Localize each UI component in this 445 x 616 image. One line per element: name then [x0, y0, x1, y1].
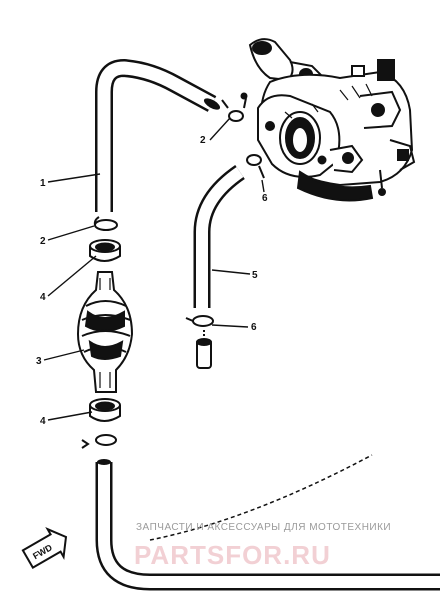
watermark-brand: PARTSFOR.RU — [134, 540, 331, 570]
callout-5: 5 — [252, 270, 258, 281]
primer-bulb — [76, 271, 134, 393]
hose-clip-lower — [81, 434, 117, 449]
hose-clip-upper-carb — [221, 92, 248, 122]
hose-clip-carb-lower — [246, 154, 265, 179]
hose-clip-hose5 — [185, 315, 214, 327]
callout-4-lower: 4 — [40, 416, 46, 427]
callout-6-carb: 6 — [262, 193, 268, 204]
callout-2-upper: 2 — [200, 135, 206, 146]
callout-2-lower: 2 — [40, 236, 46, 247]
fuel-hose-5 — [193, 164, 245, 308]
callout-leaders — [43, 117, 265, 421]
callout-labels: 1 2 2 3 4 4 5 6 6 — [36, 135, 268, 427]
forward-arrow-icon: FWD — [21, 527, 68, 570]
fuel-hose-1 — [95, 58, 221, 212]
hose-clip-upper — [93, 216, 118, 231]
band-clamp-upper — [89, 239, 121, 262]
band-clamp-lower — [89, 398, 121, 422]
callout-1: 1 — [40, 178, 46, 189]
carburetor — [248, 38, 416, 202]
fuel-joint — [196, 330, 212, 369]
callout-6-hose: 6 — [251, 322, 257, 333]
watermark-caption: ЗАПЧАСТИ И АКСЕССУАРЫ ДЛЯ МОТОТЕХНИКИ — [136, 522, 391, 533]
fuel-hose-lower — [95, 454, 440, 591]
watermark: ЗАПЧАСТИ И АКСЕССУАРЫ ДЛЯ МОТОТЕХНИКИ PA… — [134, 522, 391, 570]
callout-3: 3 — [36, 356, 42, 367]
callout-4-upper: 4 — [40, 292, 46, 303]
